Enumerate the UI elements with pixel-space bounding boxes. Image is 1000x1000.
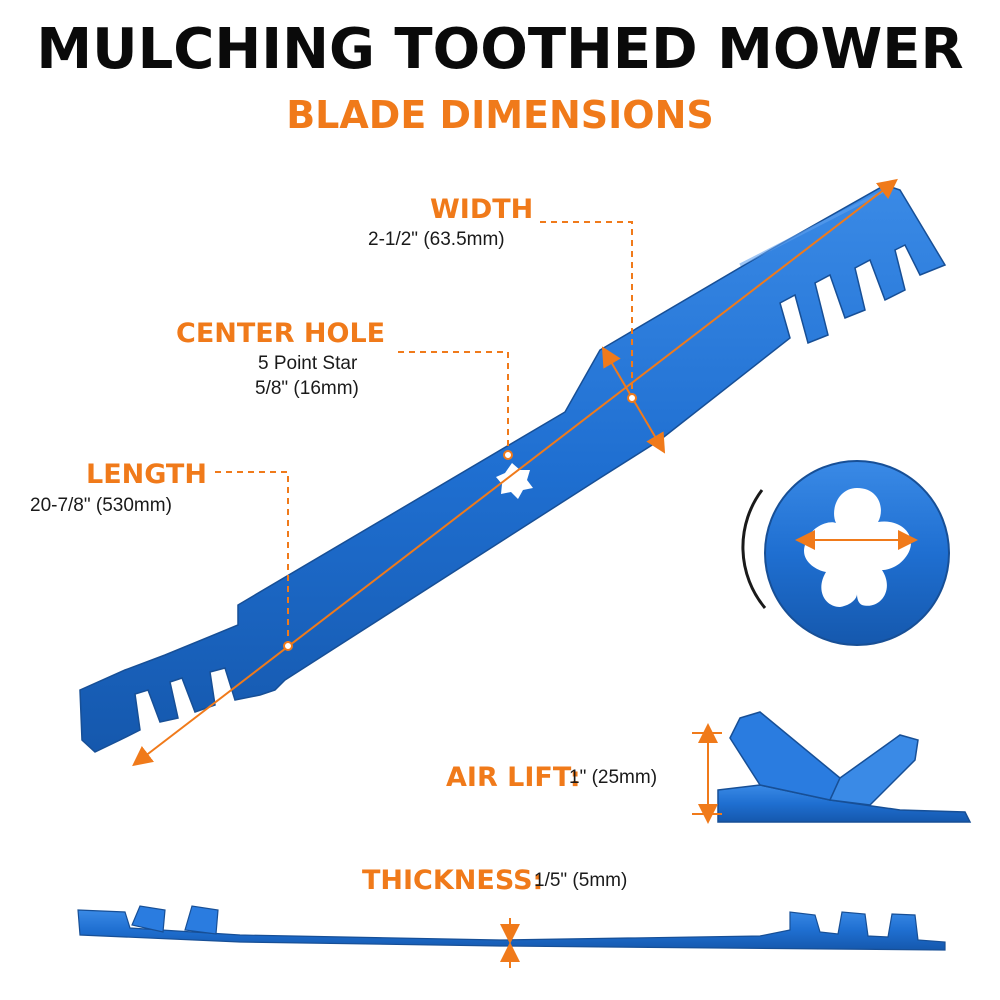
- page-title: MULCHING TOOTHED MOWER: [36, 17, 964, 82]
- air-lift-value: 1" (25mm): [569, 767, 658, 788]
- width-label: WIDTH: [430, 194, 534, 225]
- air-lift-closeup: [692, 711, 972, 824]
- thickness-sideview: [77, 905, 946, 968]
- length-label: LENGTH: [86, 459, 207, 490]
- center-hole-leader: [398, 351, 509, 455]
- width-leader: [540, 221, 633, 398]
- air-lift-label: AIR LIFT:: [446, 762, 581, 793]
- page-subtitle: BLADE DIMENSIONS: [286, 93, 714, 137]
- width-value: 2-1/2" (63.5mm): [368, 229, 505, 250]
- thickness-label: THICKNESS:: [362, 865, 544, 896]
- main-blade: [79, 184, 947, 753]
- center-hole-value-shape: 5 Point Star: [258, 353, 358, 374]
- length-line: [132, 178, 898, 767]
- length-value: 20-7/8" (530mm): [30, 495, 172, 516]
- center-hole-closeup: [741, 460, 950, 646]
- center-hole-label: CENTER HOLE: [176, 318, 386, 349]
- thickness-value: 1/5" (5mm): [534, 870, 628, 891]
- length-leader: [215, 471, 289, 646]
- center-hole-value-size: 5/8" (16mm): [255, 378, 359, 399]
